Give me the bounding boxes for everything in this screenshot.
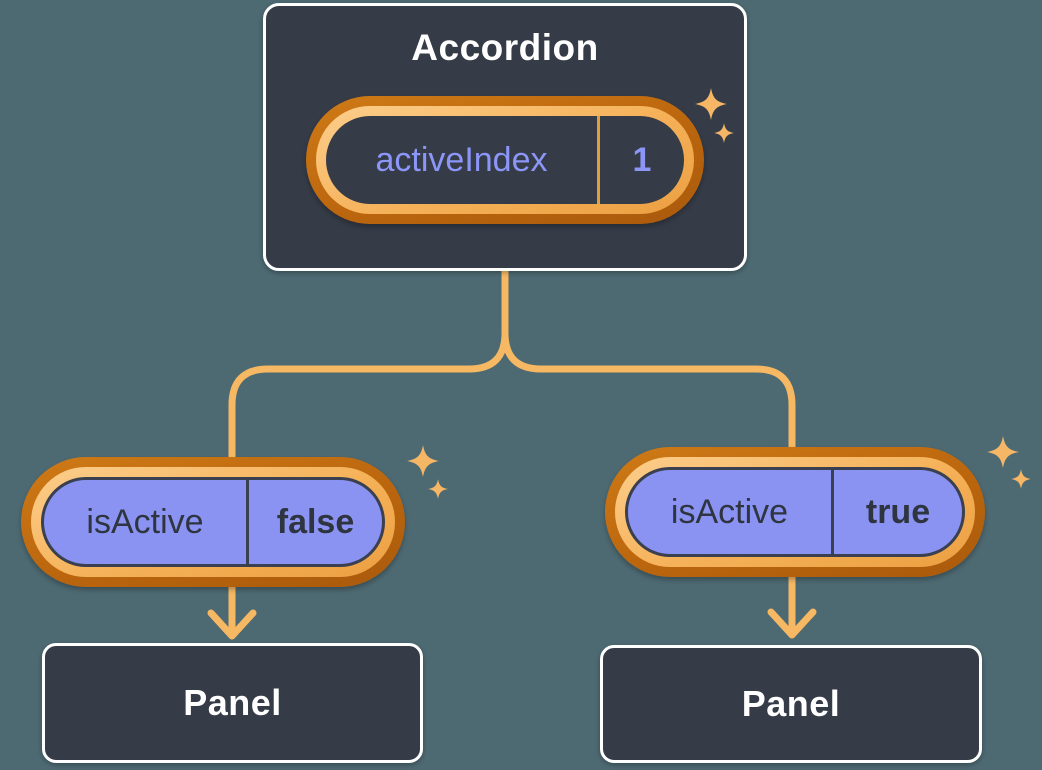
prop-name-label: isActive: [670, 492, 789, 531]
prop-value: true: [865, 492, 931, 531]
is-active-pill-right: isActive true: [605, 447, 985, 577]
accordion-title: Accordion: [411, 27, 599, 68]
panel-node-left: Panel: [42, 643, 423, 763]
prop-value: false: [276, 502, 355, 541]
panel-node-right: Panel: [600, 645, 982, 763]
pill-divider: [597, 116, 600, 205]
connector-left-branch: [228, 267, 509, 484]
connector-right-branch: [501, 267, 796, 472]
is-active-pill-left: isActive false: [21, 457, 405, 587]
active-index-pill: activeIndex 1: [306, 96, 704, 225]
state-value: 1: [632, 140, 652, 179]
state-name-label: activeIndex: [375, 140, 548, 179]
accordion-node: Accordion activeIndex 1: [263, 3, 747, 271]
pill-divider: [246, 480, 249, 564]
prop-name-label: isActive: [86, 502, 204, 541]
pill-divider: [831, 470, 834, 554]
